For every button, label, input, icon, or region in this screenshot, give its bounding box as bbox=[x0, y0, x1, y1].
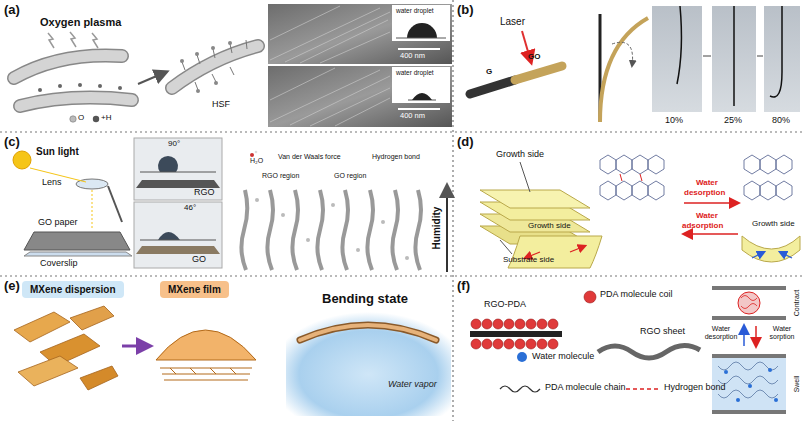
text-label: Laser bbox=[500, 16, 525, 27]
text-label: GO paper bbox=[38, 218, 78, 228]
text-label: Oxygen plasma bbox=[40, 16, 121, 28]
text-label: RGO bbox=[194, 188, 215, 198]
band-label: MXene dispersion bbox=[30, 284, 116, 295]
band-label: MXene film bbox=[168, 284, 221, 295]
text-label: adsorption bbox=[682, 222, 723, 231]
text-label: GO bbox=[192, 255, 206, 265]
text-label: Lens bbox=[42, 178, 62, 188]
text-label: H₂O bbox=[250, 157, 263, 165]
text-label: PDA molecule coil bbox=[600, 290, 673, 300]
text-label: Water molecule bbox=[532, 352, 594, 362]
text-label: 46° bbox=[184, 204, 196, 213]
text-label: Water sorption bbox=[762, 325, 802, 340]
text-label: Substrate side bbox=[503, 256, 554, 265]
text-label: water droplet bbox=[396, 7, 434, 14]
panel-letter: (f) bbox=[457, 278, 470, 293]
text-label: water droplet bbox=[396, 69, 434, 76]
text-label: RGO-PDA bbox=[484, 300, 526, 310]
text-label: Bending state bbox=[322, 292, 408, 306]
text-label: Growth side bbox=[752, 220, 795, 229]
text-label: Water bbox=[696, 212, 718, 221]
text-label: GO bbox=[528, 53, 540, 62]
panel-letter: (d) bbox=[457, 134, 474, 149]
text-label: O bbox=[78, 114, 84, 123]
text-label: Coverslip bbox=[40, 259, 78, 269]
text-label: Water vapor bbox=[388, 380, 437, 390]
text-label: Growth side bbox=[528, 222, 571, 231]
text-label: Sun light bbox=[36, 146, 79, 157]
text-label: RGO region bbox=[262, 172, 299, 180]
text-label: 400 nm bbox=[400, 112, 425, 120]
text-label: Hydrogen bond bbox=[664, 383, 726, 393]
text-label: PDA molecule chain bbox=[545, 383, 626, 393]
text-label: GO region bbox=[334, 172, 366, 180]
text-label: Van der Waals force bbox=[278, 153, 341, 161]
panel-letter: (b) bbox=[457, 2, 474, 17]
panel-letter: (e) bbox=[4, 278, 20, 293]
text-label: HSF bbox=[212, 100, 230, 110]
text-label: desorption bbox=[684, 189, 725, 198]
text-label: Contract bbox=[793, 290, 801, 316]
text-label: 25% bbox=[724, 116, 742, 126]
text-label: Humidity bbox=[431, 207, 442, 250]
label-band: MXene film bbox=[160, 281, 229, 298]
text-label: 10% bbox=[665, 116, 683, 126]
text-label: 400 nm bbox=[400, 52, 425, 60]
panel-letter: (a) bbox=[4, 2, 20, 17]
text-label: RGO sheet bbox=[640, 327, 685, 337]
text-label: 90° bbox=[168, 140, 180, 149]
text-label: +H bbox=[101, 114, 111, 123]
text-label: Growth side bbox=[496, 150, 544, 160]
text-label: G bbox=[486, 68, 492, 77]
text-label: Water desorption bbox=[700, 325, 742, 340]
text-label: Water bbox=[696, 179, 718, 188]
text-label: 80% bbox=[772, 116, 790, 126]
text-label: Hydrogen bond bbox=[372, 153, 420, 161]
label-band: MXene dispersion bbox=[22, 281, 124, 298]
text-label: Swell bbox=[793, 376, 801, 393]
panel-letter: (c) bbox=[4, 134, 20, 149]
